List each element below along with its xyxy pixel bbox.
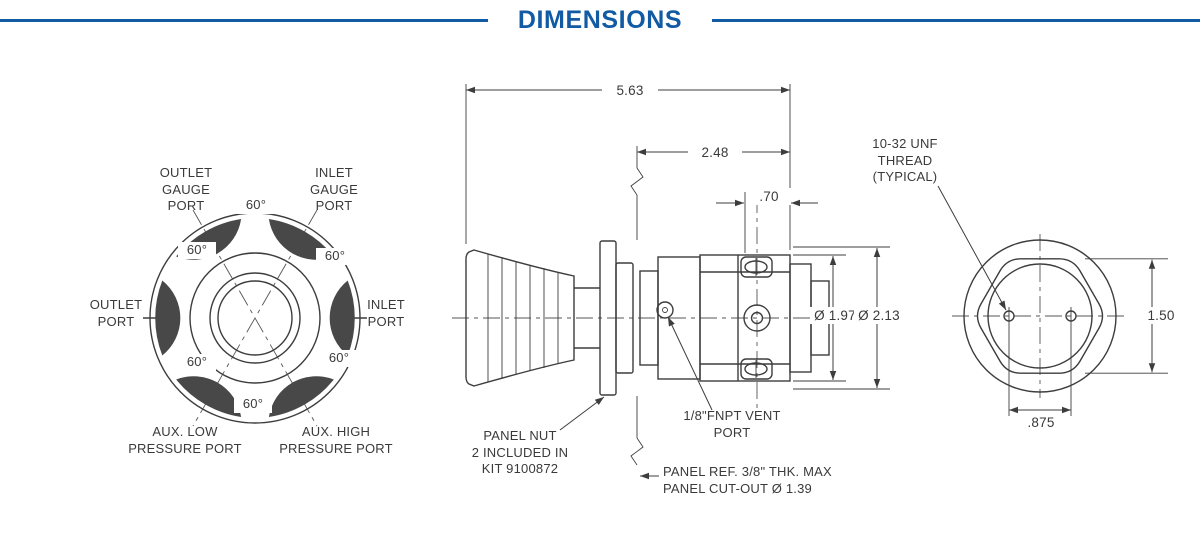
port-face-offset-dimension: .70 xyxy=(747,188,791,206)
max-diameter-dimension: Ø 2.13 xyxy=(854,307,904,325)
overall-length-dimension: 5.63 xyxy=(602,82,658,100)
angle-label-upper-left: 60° xyxy=(178,242,216,259)
vent-port xyxy=(656,301,674,319)
knob xyxy=(465,249,575,387)
across-flats-dimension: 1.50 xyxy=(1136,307,1186,325)
inlet-gauge-port-label: INLET GAUGE PORT xyxy=(310,165,358,213)
panel-ref-note-label: PANEL REF. 3/8" THK. MAX PANEL CUT-OUT Ø… xyxy=(663,464,832,496)
gauge-port-top xyxy=(740,256,773,278)
front-view-drawing xyxy=(143,209,367,427)
hole-spacing-dimension: .875 xyxy=(1017,414,1065,432)
panel-nut-note-label: PANEL NUT 2 INCLUDED IN KIT 9100872 xyxy=(471,428,569,476)
angle-label-upper-right: 60° xyxy=(316,248,354,265)
side-port xyxy=(743,304,771,332)
vent-leader xyxy=(667,316,713,411)
panel-nut-leader xyxy=(559,396,605,431)
thread-note-label: 10-32 UNF THREAD (TYPICAL) xyxy=(872,136,938,184)
gauge-port-bottom xyxy=(740,358,773,380)
aux-low-pressure-port-label: AUX. LOW PRESSURE PORT xyxy=(128,424,242,456)
title-bar: DIMENSIONS xyxy=(0,6,1200,35)
title-rule-right xyxy=(712,19,1200,22)
back-view-drawing xyxy=(952,234,1168,416)
page-title: DIMENSIONS xyxy=(517,6,683,34)
outlet-gauge-port-label: OUTLET GAUGE PORT xyxy=(159,165,213,213)
thread-leader xyxy=(937,185,1007,311)
back-hex xyxy=(976,258,1104,374)
angle-label-bottom: 60° xyxy=(234,396,272,413)
vent-port-note-label: 1/8"FNPT VENT PORT xyxy=(683,408,781,440)
inlet-port-label: INLET PORT xyxy=(367,297,405,329)
body-diameter-dimension: Ø 1.97 xyxy=(810,307,860,325)
angle-label-lower-left: 60° xyxy=(178,354,216,371)
angle-label-top: 60° xyxy=(237,197,275,214)
panel-section-line xyxy=(630,167,644,466)
front-of-panel-dimension: 2.48 xyxy=(688,144,742,162)
panel-nut xyxy=(615,262,634,374)
back-outer-circle xyxy=(963,239,1117,393)
outlet-port-label: OUTLET PORT xyxy=(89,297,143,329)
center-hub xyxy=(209,272,301,364)
angle-label-lower-right: 60° xyxy=(320,350,358,367)
title-rule-left xyxy=(0,19,488,22)
aux-high-pressure-port-label: AUX. HIGH PRESSURE PORT xyxy=(279,424,393,456)
